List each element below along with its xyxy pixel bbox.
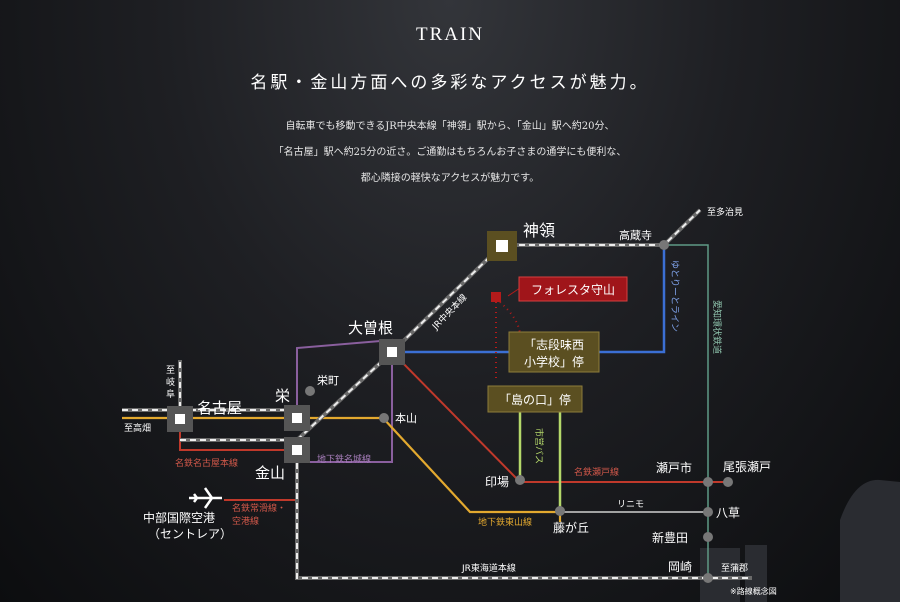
city-bus-route	[518, 412, 562, 510]
station-kanayama-label: 金山	[255, 464, 285, 482]
station-nagoya-marker	[167, 406, 193, 432]
bus-stop-1-box	[508, 331, 600, 373]
station-ozone-label: 大曽根	[348, 319, 393, 337]
line-label-meijo: 地下鉄名城線	[317, 453, 371, 465]
jr-lines	[122, 208, 752, 580]
station-motoyama-label: 本山	[395, 411, 417, 425]
lead-line-1: 自転車でも移動できるJR中央本線「神領」駅から、「金山」駅へ約20分、	[285, 121, 615, 132]
line-label-meitetsu-tokoname: 名鉄常滑線・ 空港線	[232, 502, 286, 527]
station-fujigaoka-label: 藤が丘	[553, 520, 589, 535]
station-kozoji-marker	[659, 240, 669, 250]
higashiyama-line	[122, 416, 562, 522]
direction-gifu: 至 岐 阜	[166, 365, 175, 400]
airport-label-1: 中部国際空港	[143, 510, 215, 525]
lead-line-2: 「名古屋」駅へ約25分の近さ。ご通勤はもちろんお子さまの通学にも便利な、	[273, 147, 627, 158]
property-callout-box	[518, 276, 628, 302]
yutorito-line	[392, 245, 666, 354]
map-note: ※路線概念図	[730, 586, 777, 596]
svg-text:岐: 岐	[166, 376, 175, 388]
direction-tajimi: 至多治見	[707, 206, 743, 218]
skyline-decoration	[700, 479, 900, 602]
bus-stop-1-label-2: 小学校」停	[524, 354, 584, 369]
direction-takabata: 至高畑	[124, 422, 151, 434]
line-label-meitetsu-nagoya: 名鉄名古屋本線	[175, 457, 238, 469]
station-seto-shi-marker	[703, 477, 713, 487]
headline: 名駅・金山方面への多彩なアクセスが魅力。	[250, 73, 650, 93]
line-label-meitetsu-seto: 名鉄瀬戸線	[574, 466, 619, 478]
aichi-kanjo-line	[663, 244, 709, 578]
station-ozone-marker	[379, 339, 405, 365]
bus-stop-1-label-1: 「志段味西	[524, 337, 584, 352]
station-shin-toyota-label: 新豊田	[652, 530, 688, 545]
station-inba-label: 印場	[485, 475, 509, 489]
station-owari-seto-marker	[723, 477, 733, 487]
property-marker	[491, 292, 501, 302]
line-label-jr-tokaido: JR東海道本線	[461, 562, 516, 574]
lead-text: 自転車でも移動できるJR中央本線「神領」駅から、「金山」駅へ約20分、 「名古屋…	[0, 114, 900, 192]
station-shin-toyota-marker	[703, 532, 713, 542]
svg-text:名鉄常滑線・: 名鉄常滑線・	[232, 502, 286, 514]
property-callout-label: フォレスタ守山	[531, 283, 615, 297]
station-jinryo-label: 神領	[523, 221, 555, 240]
line-label-higashiyama: 地下鉄東山線	[478, 516, 532, 528]
station-motoyama-marker	[379, 413, 389, 423]
line-label-aichi-kanjo: 愛知環状鉄道	[711, 300, 723, 354]
station-okazaki-marker	[703, 573, 713, 583]
station-kanayama-marker	[284, 437, 310, 463]
meitetsu-nagoya-line	[179, 418, 297, 451]
line-label-yutorito: ゆとりーとライン	[669, 260, 680, 332]
station-kozoji-label: 高蔵寺	[619, 228, 652, 242]
lead-line-3: 都心隣接の軽快なアクセスが魅力です。	[360, 173, 540, 184]
station-sakaemachi-marker	[305, 386, 315, 396]
svg-text:至: 至	[166, 365, 175, 376]
station-sakaemachi-label: 栄町	[317, 373, 339, 387]
minor-station-markers	[305, 240, 733, 583]
station-owari-seto-label: 尾張瀬戸	[723, 460, 771, 474]
line-label-city-bus: 市営バス	[533, 428, 545, 464]
station-sakae-marker	[284, 405, 310, 431]
meijo-line	[296, 338, 393, 463]
airplane-icon	[189, 487, 222, 509]
station-jinryo-marker	[487, 231, 517, 261]
airport-label-2: （セントレア）	[148, 527, 232, 541]
property-callout-pointer	[507, 287, 521, 297]
page-title: TRAIN	[415, 24, 485, 45]
station-okazaki-label: 岡崎	[668, 560, 692, 574]
bus-stop-2-box	[487, 385, 583, 413]
bus-stop-2-label: 「島の口」停	[499, 392, 571, 407]
station-sakae-label: 栄	[275, 387, 290, 405]
svg-text:阜: 阜	[166, 388, 175, 400]
svg-text:空港線: 空港線	[232, 515, 259, 527]
station-inba-marker	[515, 475, 525, 485]
direction-gamagori: 至蒲郡	[721, 562, 748, 574]
line-label-linimo: リニモ	[617, 500, 644, 510]
station-yakusa-marker	[703, 507, 713, 517]
property-walk-route-icon	[495, 301, 521, 380]
station-seto-shi-label: 瀬戸市	[656, 460, 692, 475]
station-yakusa-label: 八草	[716, 506, 740, 520]
station-nagoya-label: 名古屋	[197, 399, 242, 417]
station-fujigaoka-marker	[555, 506, 565, 516]
